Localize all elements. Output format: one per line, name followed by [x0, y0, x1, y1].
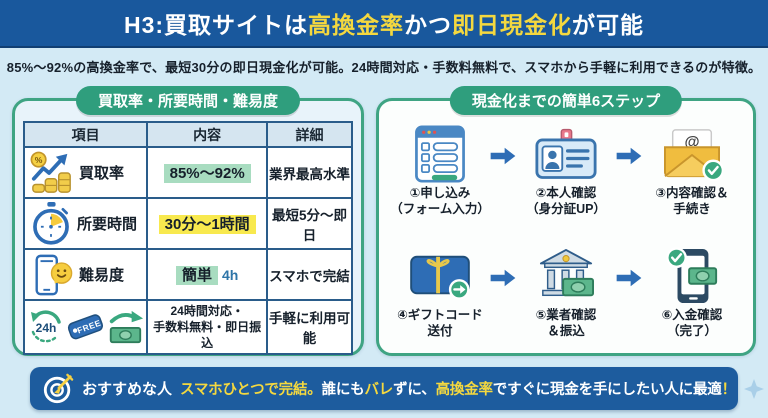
message-part: ですぐに現金を手にしたい人に最適 [492, 382, 722, 398]
svg-text:24h: 24h [35, 321, 56, 335]
row-value-highlighted: 85%〜92% [163, 164, 251, 183]
row-detail: 最短5分〜即日 [265, 197, 354, 250]
comparison-panel: 買取率・所要時間・難易度 項目 内容 詳細 [12, 86, 364, 356]
title-part-highlight: 高換金率 [308, 12, 405, 38]
steps-row-2: ④ギフトコード 送付 [389, 245, 743, 340]
gift-card-icon [409, 245, 471, 307]
step-4: ④ギフトコード 送付 [391, 245, 489, 340]
24h-circle-arrow-icon: 24h [28, 309, 64, 345]
message-part-highlight: 高換金率 [435, 382, 493, 398]
step-6: ⑥入金確認 （完了） [643, 245, 741, 340]
flow-arrow-icon [489, 145, 517, 167]
mail-check-icon: @ [661, 123, 723, 185]
main-content: 買取率・所要時間・難易度 項目 内容 詳細 [0, 86, 768, 356]
recommendation-message: スマホひとつで完結。誰にもバレずに、高換金率ですぐに現金を手にしたい人に最適！ [180, 378, 736, 399]
smartphone-smiley-icon [30, 253, 74, 297]
bank-transfer-icon [537, 245, 595, 307]
stopwatch-icon [30, 201, 72, 246]
table-header-row: 項目 内容 詳細 [22, 121, 354, 148]
row-item-label: 所要時間 [77, 216, 138, 233]
recommendation-label: おすすめな人 [82, 381, 173, 398]
message-part: ずに、 [393, 382, 436, 398]
steps-panel: 現金化までの簡単6ステップ [376, 86, 756, 356]
step-5: ⑤業者確認 ＆振込 [517, 245, 615, 340]
row-detail: 手軽に利用可能 [265, 299, 354, 355]
step-3: @ ③内容確認＆ 手続き [643, 123, 741, 218]
table-row: 24h FREE [22, 299, 354, 355]
coins-growth-icon: % [30, 151, 74, 195]
row-value-highlighted: 簡単 [175, 266, 218, 285]
step-label: ④ギフトコード [397, 307, 483, 322]
step-sublabel: ＆振込 [547, 323, 585, 338]
row-value-extra: 4h [221, 267, 239, 283]
message-part-highlight: スマホひとつで完結。 [180, 382, 322, 398]
step-label: ⑥入金確認 [661, 307, 723, 322]
row-value-highlighted: 30分〜1時間 [158, 215, 256, 234]
title-part-highlight: 即日現金化 [452, 12, 573, 38]
money-transfer-icon [106, 308, 144, 346]
title-part: H3:買取サイトは [123, 12, 309, 38]
message-part-highlight: ！ [721, 382, 737, 398]
step-label: ②本人確認 [535, 186, 597, 200]
row-value-line2: 手数料無料・即日振込 [153, 319, 262, 351]
step-label: ①申し込み [409, 186, 471, 200]
flow-arrow-icon [489, 267, 517, 289]
smartphone-payment-check-icon [664, 245, 720, 307]
flow-arrow-icon [615, 267, 643, 289]
table-row: % 買取率 85%〜92% 業界最高水準 [22, 146, 354, 199]
flow-arrow-icon [615, 145, 643, 167]
message-part-highlight: バレ [364, 382, 394, 398]
step-sublabel: 手続き [673, 202, 711, 217]
svg-text:%: % [35, 154, 43, 164]
step-sublabel: （完了） [666, 323, 717, 338]
sparkle-diamond-icon [743, 378, 764, 400]
title-part: かつ [404, 12, 453, 38]
row-detail: スマホで完結 [265, 248, 354, 301]
row-item-label: 買取率 [79, 165, 125, 182]
step-label: ③内容確認＆ [655, 186, 729, 200]
message-part: 誰にも [321, 382, 365, 398]
id-card-icon [535, 123, 597, 185]
column-header-content: 内容 [146, 121, 268, 148]
application-form-icon [414, 123, 466, 185]
subtitle-text: 85%〜92%の高換金率で、最短30分の即日現金化が可能。24時間対応・手数料無… [6, 60, 762, 75]
row-value-line1: 24時間対応・ [170, 303, 244, 318]
comparison-table: 項目 内容 詳細 [22, 121, 354, 355]
steps-panel-title: 現金化までの簡単6ステップ [449, 86, 683, 115]
row-detail: 業界最高水準 [265, 146, 354, 199]
step-label: ⑤業者確認 [535, 307, 597, 322]
row-item-label: 難易度 [79, 267, 125, 284]
column-header-item: 項目 [22, 121, 149, 148]
page-header: H3:買取サイトは高換金率かつ即日現金化が可能 [0, 0, 768, 48]
table-row: 所要時間 30分〜1時間 最短5分〜即日 [22, 197, 354, 250]
steps-row-1: ①申し込み （フォーム入力） [389, 123, 743, 218]
free-tag-icon: FREE [65, 310, 105, 344]
page-title: H3:買取サイトは高換金率かつ即日現金化が可能 [124, 6, 644, 40]
target-dart-icon [42, 373, 74, 405]
column-header-detail: 詳細 [265, 121, 354, 148]
step-sublabel: 送付 [427, 323, 453, 338]
step-sublabel: （フォーム入力） [390, 202, 490, 217]
step-sublabel: （身分証UP） [526, 202, 606, 217]
recommendation-bar: おすすめな人 スマホひとつで完結。誰にもバレずに、高換金率ですぐに現金を手にした… [30, 367, 764, 410]
step-2: ②本人確認 （身分証UP） [517, 123, 615, 218]
comparison-panel-title: 買取率・所要時間・難易度 [75, 86, 301, 115]
title-part: が可能 [572, 12, 645, 38]
step-1: ①申し込み （フォーム入力） [390, 123, 490, 218]
